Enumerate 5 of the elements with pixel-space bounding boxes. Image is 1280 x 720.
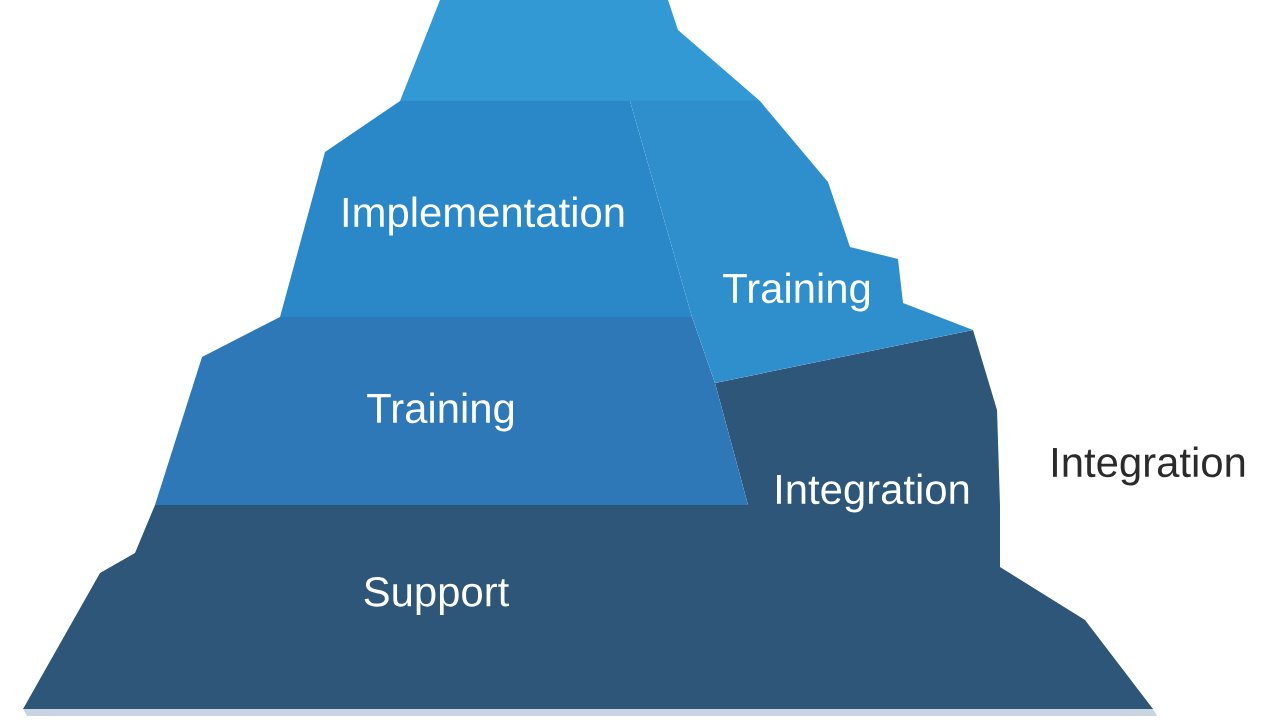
mountain-layer: Training	[630, 101, 973, 383]
mountain-layer: Training	[155, 317, 748, 505]
side-label: Integration	[1053, 446, 1245, 486]
mountain-peak	[400, 0, 760, 101]
mountain-layer: Implementation	[280, 101, 692, 317]
